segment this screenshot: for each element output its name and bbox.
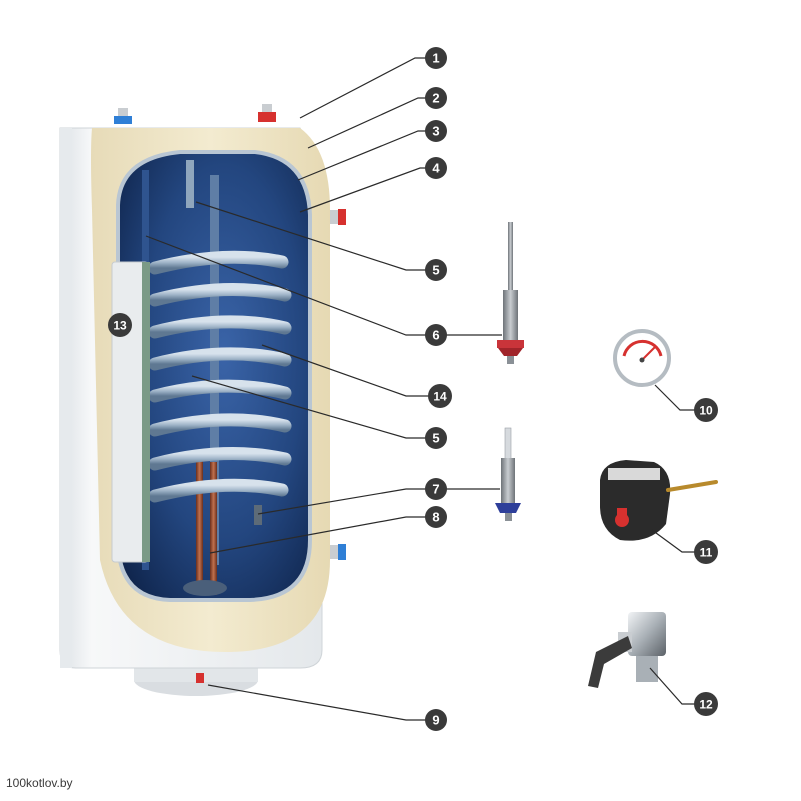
heat-exchanger-coil	[148, 160, 292, 503]
callout-number: 13	[113, 319, 127, 333]
leader-7	[257, 488, 500, 515]
anode-inside	[210, 175, 219, 565]
magnesium-anode-icon	[497, 222, 524, 364]
cold-water-inlet	[114, 108, 132, 124]
element-flange	[183, 580, 227, 596]
callout-number: 8	[432, 510, 439, 525]
sensor-sleeve-icon	[495, 427, 521, 521]
callout-number: 7	[432, 482, 439, 497]
hot-water-outlet	[258, 104, 276, 122]
site-watermark: 100kotlov.by	[6, 776, 73, 790]
callout-5-bottom: 5	[425, 427, 447, 449]
casing-seam	[60, 128, 72, 668]
callout-11: 11	[694, 540, 718, 564]
leader-2	[307, 97, 436, 149]
side-connector-hot	[330, 209, 346, 225]
heating-element-2	[210, 462, 217, 595]
callout-number: 9	[432, 713, 439, 728]
callout-13: 13	[108, 313, 132, 337]
control-panel-edge	[142, 262, 150, 562]
leader-1	[299, 57, 436, 119]
callout-12: 12	[694, 692, 718, 716]
callout-4: 4	[425, 157, 447, 179]
callout-number: 11	[700, 546, 713, 560]
callout-number: 10	[699, 404, 713, 418]
callout-number: 3	[432, 124, 439, 139]
thermometer-gauge-icon	[613, 329, 671, 387]
callout-2: 2	[425, 87, 447, 109]
callout-8: 8	[425, 506, 447, 528]
callout-7: 7	[425, 478, 447, 500]
callout-number: 5	[432, 263, 439, 278]
callout-3: 3	[425, 120, 447, 142]
thermostat-icon	[600, 460, 718, 541]
callout-number: 12	[699, 698, 713, 712]
callout-9: 9	[425, 709, 447, 731]
leader-14	[261, 344, 436, 397]
callout-number: 5	[432, 431, 439, 446]
callout-10: 10	[694, 398, 718, 422]
side-connector-cold	[330, 544, 346, 560]
callout-1: 1	[425, 47, 447, 69]
callout-5-top: 5	[425, 259, 447, 281]
water-heater-cutaway	[59, 104, 346, 696]
callout-number: 1	[432, 51, 439, 66]
safety-valve-icon	[588, 612, 666, 688]
heating-element-1	[196, 455, 203, 595]
callout-6: 6	[425, 324, 447, 346]
callout-number: 2	[432, 91, 439, 106]
callout-number: 14	[433, 390, 447, 404]
leader-6	[145, 235, 502, 336]
callout-number: 4	[432, 161, 440, 176]
sensor-pocket	[254, 505, 262, 525]
bottom-indicator	[196, 673, 204, 683]
callout-14: 14	[428, 384, 452, 408]
hot-outlet-tube	[186, 160, 194, 208]
callout-number: 6	[432, 328, 439, 343]
